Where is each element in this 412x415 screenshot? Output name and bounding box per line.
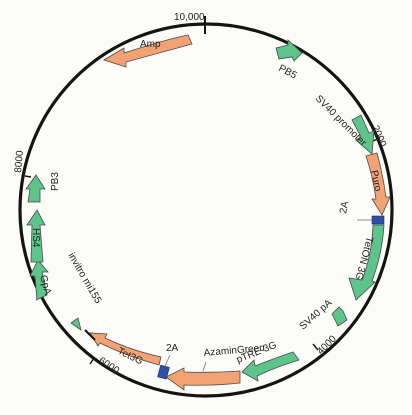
sv40-promoter-feature-arrow (351, 114, 375, 155)
tick-label-10000: 10,000 (174, 12, 205, 23)
pb3-label: PB3 (50, 172, 61, 191)
tick-mark-4000 (312, 343, 319, 351)
two-a-bottom-label: 2A (166, 343, 179, 354)
invitro-mi155-marker (84, 329, 96, 341)
two-a-linker-bottom (157, 364, 170, 380)
two-a-linker-top (371, 215, 385, 225)
gpa-label: GpA (37, 274, 53, 296)
teton3g-feature-arrow (348, 224, 385, 301)
hs4-feature-arrow (26, 209, 46, 263)
two-a-top-label: 2A (338, 200, 351, 214)
tick-label-8000: 8000 (13, 150, 26, 174)
amp-feature-arrow (103, 34, 193, 68)
invitro-mi155-small-arrow (70, 317, 82, 331)
tick-mark-6000 (89, 357, 95, 365)
pb5-feature-arrow (275, 39, 303, 62)
pb5-label: PB5 (277, 63, 299, 82)
tick-mark-2000 (372, 137, 381, 142)
hs4-label: HS4 (30, 228, 41, 248)
invitro-mi155-label: invitro mi155 (65, 251, 103, 306)
sv40-pa-feature-arrow (331, 306, 348, 327)
puro-feature-arrow (365, 152, 391, 216)
tick-mark-8000 (24, 175, 32, 178)
azamingreen-feature-arrow (165, 367, 241, 391)
azamingreen-pointer (202, 361, 207, 372)
tet3g-feature-arrow (89, 332, 162, 366)
sv40-pa-label: SV40 pA (298, 297, 335, 332)
azamingreen-label: AzaminGreen (203, 343, 265, 359)
pb3-feature-arrow (25, 174, 46, 203)
ptre3g-feature-arrow (241, 351, 300, 382)
amp-label: Amp (140, 39, 161, 50)
puro-label: Puro (368, 169, 383, 192)
two-a-bottom-pointer (164, 354, 171, 367)
